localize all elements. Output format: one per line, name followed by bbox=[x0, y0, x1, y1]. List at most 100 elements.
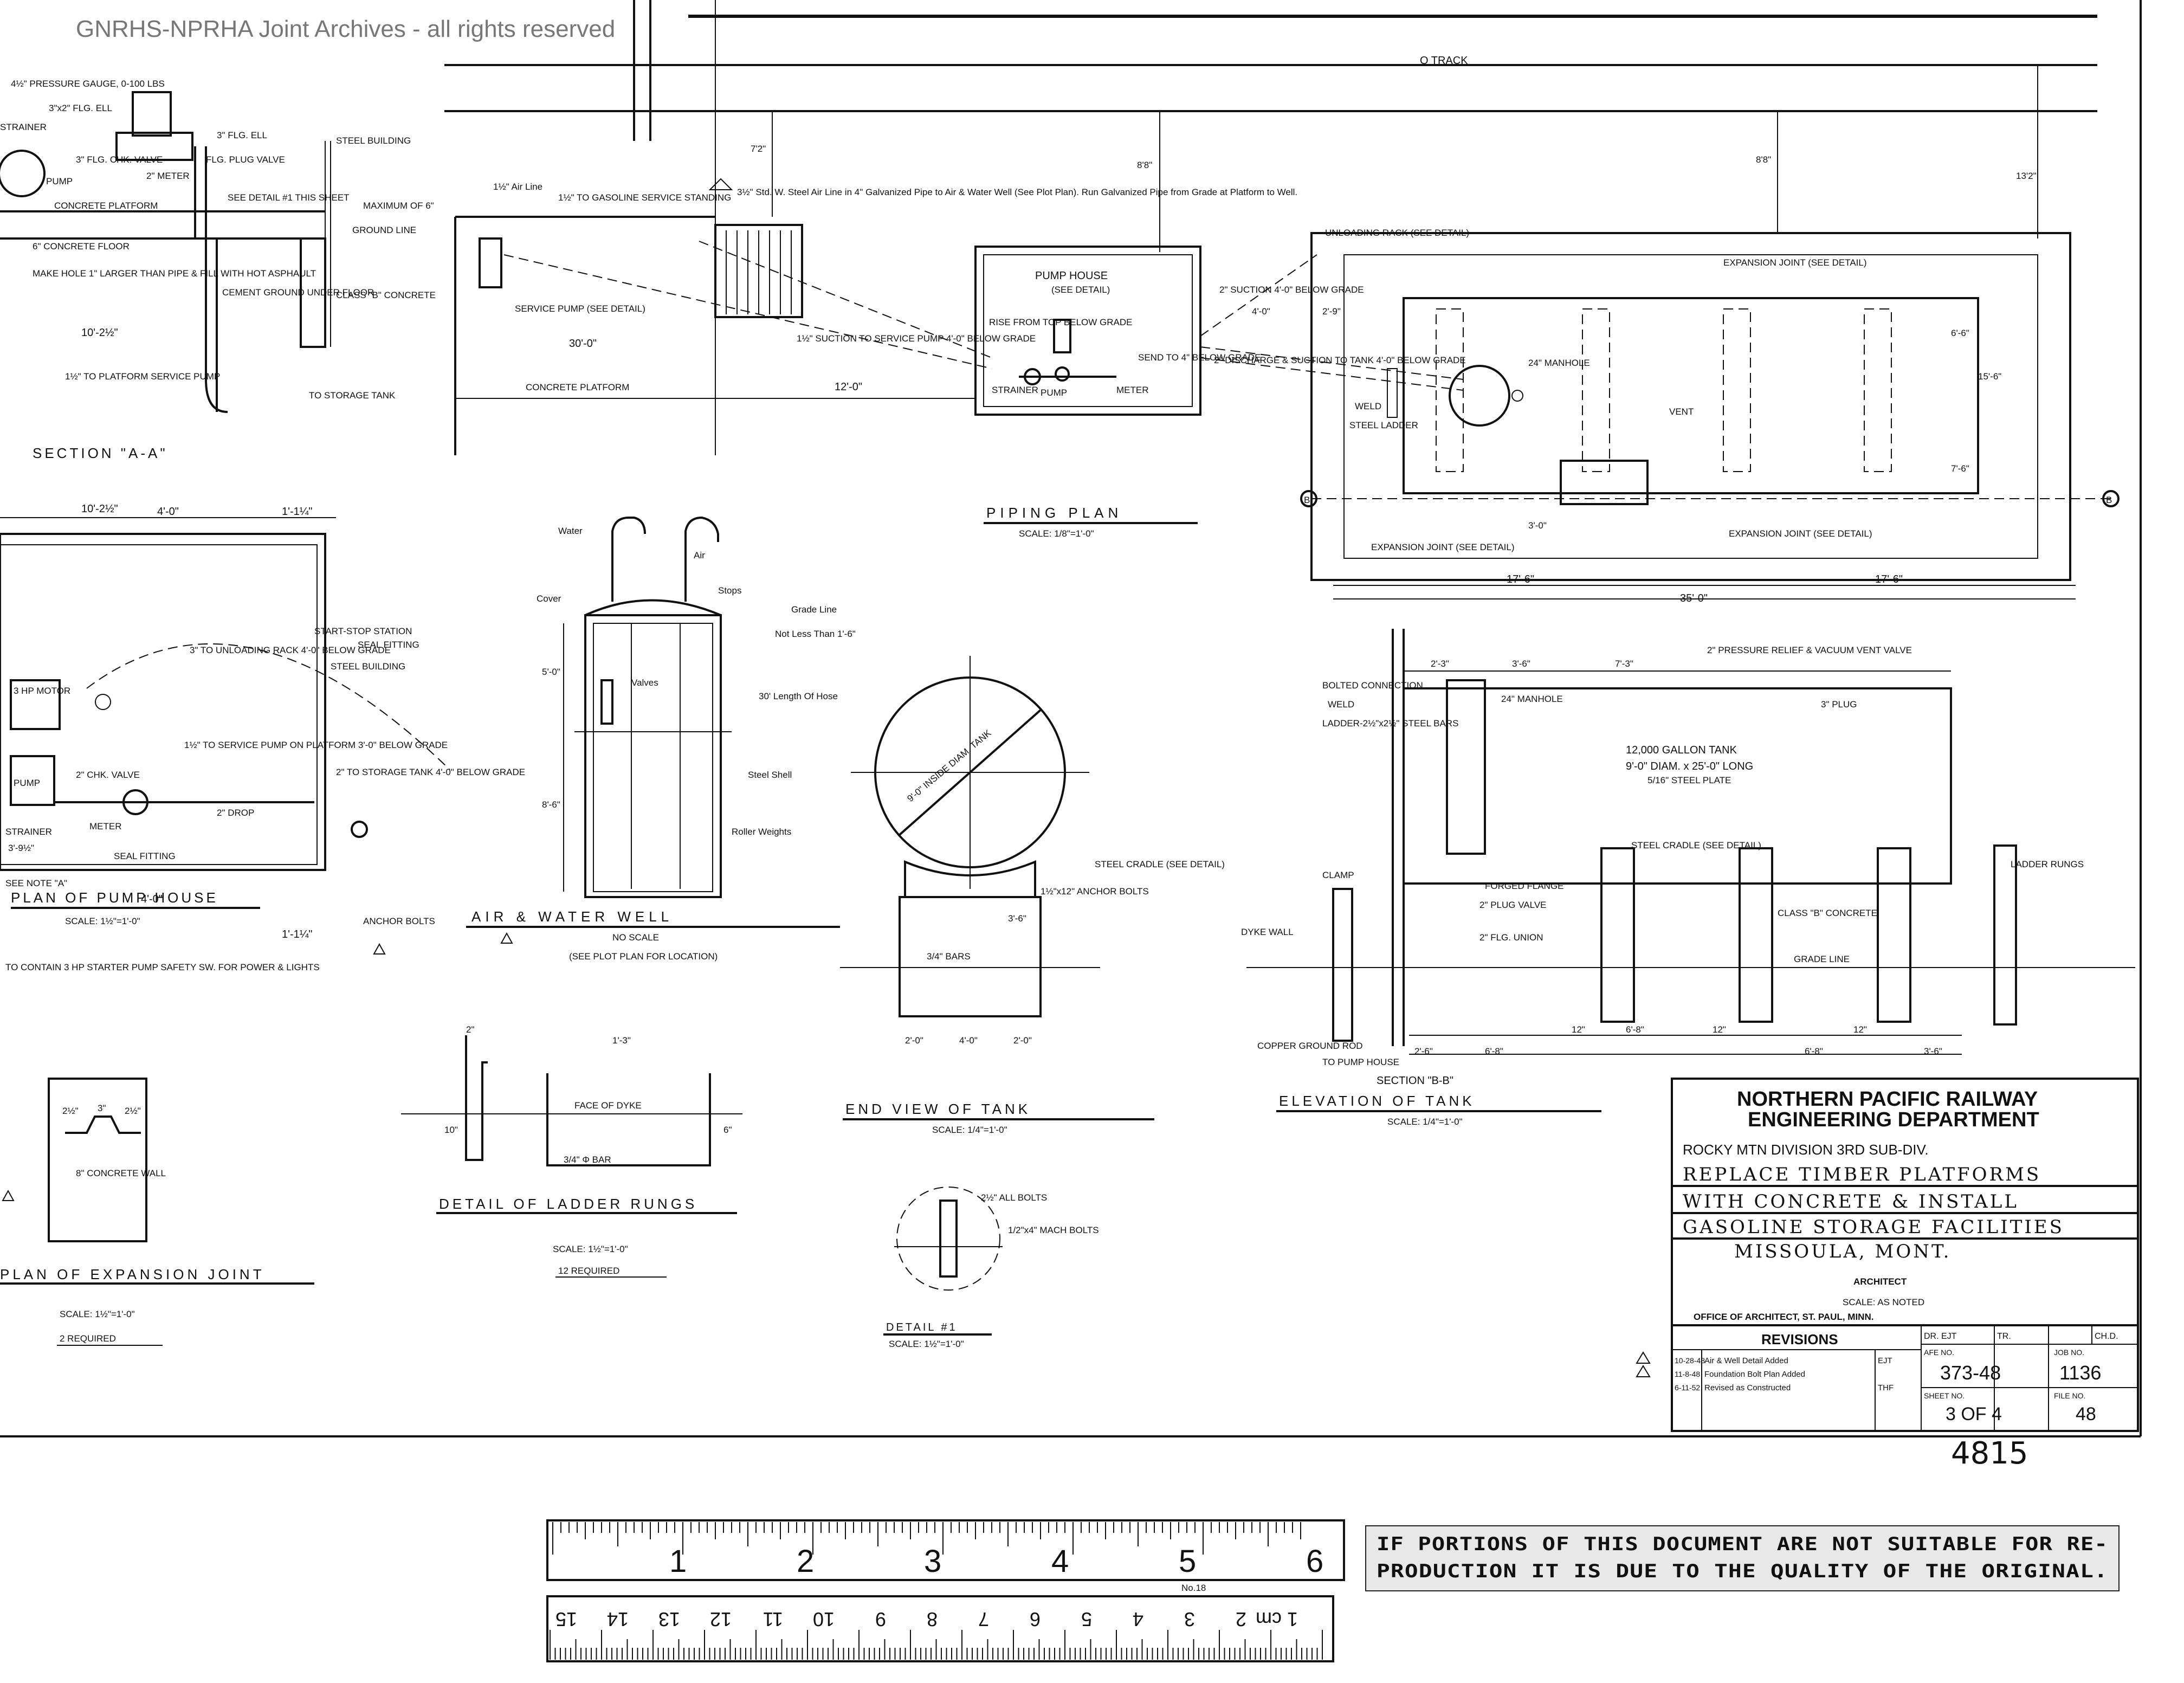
note-see-note-a: SEE NOTE "A" bbox=[5, 878, 67, 888]
dim-ev-3-6: 3'-6" bbox=[1008, 913, 1026, 924]
note-bars: 3/4" BARS bbox=[927, 951, 971, 962]
rev3-by: THF bbox=[1878, 1383, 1894, 1392]
note-rise-from-top: RISE FROM TOP BELOW GRADE bbox=[989, 317, 1133, 327]
ej-dim-b: 3" bbox=[98, 1103, 106, 1113]
dim-7-6: 7'-6" bbox=[1951, 463, 1969, 474]
dim-el-6-8c: 6'-8" bbox=[1805, 1046, 1823, 1056]
ladder-rungs-qty: 12 REQUIRED bbox=[558, 1266, 619, 1276]
ruler-top-3: 3 bbox=[924, 1544, 941, 1579]
ruler-bottom-ticks bbox=[550, 1630, 1323, 1660]
tank-plan: B B UNLOADING RACK (SEE DETAIL) EXPANSIO… bbox=[1252, 228, 2120, 604]
note-suction-2: 2" SUCTION 4'-0" BELOW GRADE bbox=[1219, 285, 1364, 295]
dim-4-0-plan: 4'-0" bbox=[1252, 306, 1270, 317]
lr-bar: 3/4" Φ BAR bbox=[564, 1155, 611, 1165]
lr-dim-1-3: 1'-3" bbox=[612, 1035, 631, 1046]
dim-8-8a: 8'8" bbox=[1137, 160, 1152, 170]
tb-project-line3: GASOLINE STORAGE FACILITIES bbox=[1683, 1216, 2064, 1238]
note-unloading-rack: UNLOADING RACK (SEE DETAIL) bbox=[1325, 228, 1469, 238]
tb-afe: 373-48 bbox=[1940, 1362, 2001, 1384]
note-steel-building-ph: STEEL BUILDING bbox=[331, 661, 405, 672]
tb-office: OFFICE OF ARCHITECT, ST. PAUL, MINN. bbox=[1694, 1312, 1873, 1322]
ruler-top-1: 1 bbox=[669, 1544, 687, 1579]
revision-triangle-6 bbox=[1636, 1365, 1651, 1377]
ph-dim-1-1b: 1'-1¼" bbox=[282, 928, 313, 940]
pump-house-label: PUMP HOUSE bbox=[1035, 270, 1108, 282]
dim-el-2-6: 2'-6" bbox=[1414, 1046, 1433, 1056]
note-pump: PUMP bbox=[46, 176, 73, 186]
dim-ev-2-0b: 2'-0" bbox=[1013, 1035, 1032, 1046]
dim-el-3-6: 3'-6" bbox=[1512, 659, 1530, 669]
note-steel-building: STEEL BUILDING bbox=[336, 136, 411, 146]
tb-file: 48 bbox=[2076, 1404, 2096, 1424]
expansion-joint-scale: SCALE: 1½"=1'-0" bbox=[60, 1309, 135, 1319]
pump-house-detail: 10'-2½" 4'-0" 1'-1¼" 4'-0" 1'-1¼" 3'-9½"… bbox=[0, 503, 525, 972]
ruler-top-ticks bbox=[552, 1522, 1301, 1555]
note-seal-fitting: SEAL FITTING bbox=[358, 640, 419, 650]
pump-house-scale: SCALE: 1½"=1'-0" bbox=[65, 916, 140, 926]
section-bb-label: SECTION "B-B" bbox=[1377, 1075, 1453, 1087]
note-plug-valve-elev: 2" PLUG VALVE bbox=[1479, 900, 1547, 910]
dim-el-2-3: 2'-3" bbox=[1431, 659, 1449, 669]
ruler-bottom-number: 10 bbox=[813, 1608, 835, 1630]
note-clamp: CLAMP bbox=[1322, 870, 1354, 880]
revision-triangle-1 bbox=[708, 178, 733, 190]
tank-plate: 5/16" STEEL PLATE bbox=[1647, 775, 1731, 785]
tb-afe-label: AFE NO. bbox=[1924, 1348, 1954, 1357]
ruler-bottom-number: 9 bbox=[875, 1608, 886, 1630]
tb-company: NORTHERN PACIFIC RAILWAY bbox=[1737, 1088, 2038, 1111]
note-to-pump-house: TO PUMP HOUSE bbox=[1322, 1057, 1399, 1067]
note-class-b-concrete: CLASS "B" CONCRETE bbox=[336, 290, 436, 300]
note-chk-valve: 3" FLG. CHK. VALVE bbox=[76, 154, 163, 165]
d1-all-bolts: 2½" ALL BOLTS bbox=[981, 1192, 1047, 1203]
note-valves: Valves bbox=[631, 678, 658, 688]
note-bolted-connection: BOLTED CONNECTION bbox=[1322, 680, 1423, 691]
lr-face-dyke: FACE OF DYKE bbox=[574, 1100, 642, 1111]
dim-el-12c: 12" bbox=[1853, 1024, 1867, 1035]
note-expansion-joint-2: EXPANSION JOINT (SEE DETAIL) bbox=[1371, 542, 1515, 552]
note-pressure-gauge: 4½" PRESSURE GAUGE, 0-100 LBS bbox=[11, 79, 165, 89]
note-contain-starter: TO CONTAIN 3 HP STARTER PUMP SAFETY SW. … bbox=[5, 962, 320, 972]
title-block: NORTHERN PACIFIC RAILWAY ENGINEERING DEP… bbox=[1636, 1078, 2139, 1432]
dim-el-12a: 12" bbox=[1572, 1024, 1585, 1035]
ruler-bottom-number: 4 bbox=[1133, 1608, 1143, 1630]
note-concrete-floor: 6" CONCRETE FLOOR bbox=[33, 241, 130, 252]
note-weld-elev: WELD bbox=[1328, 699, 1354, 710]
note-expansion-joint-1: EXPANSION JOINT (SEE DETAIL) bbox=[1723, 257, 1867, 268]
note-anchor-bolts-ev: 1½"x12" ANCHOR BOLTS bbox=[1041, 886, 1149, 897]
detail-1: 2½" ALL BOLTS 1/2"x4" MACH BOLTS DETAIL … bbox=[883, 1187, 1099, 1349]
ladder-rungs-title: DETAIL OF LADDER RUNGS bbox=[439, 1196, 697, 1212]
tb-division: ROCKY MTN DIVISION 3RD SUB-DIV. bbox=[1683, 1142, 1929, 1158]
rev2-text: Foundation Bolt Plan Added bbox=[1704, 1370, 1805, 1379]
revision-triangle-2 bbox=[373, 943, 386, 955]
dim-platform-width: 30'-0" bbox=[569, 338, 597, 350]
lr-dim-2: 2" bbox=[466, 1024, 475, 1035]
note-cement-ground: CEMENT GROUND UNDER FLOOR bbox=[222, 287, 374, 298]
ruler-bottom-number: 8 bbox=[927, 1608, 938, 1630]
note-suction-service-pump: 1½" SUCTION TO SERVICE PUMP 4'-0" BELOW … bbox=[797, 333, 1036, 344]
note-stops: Stops bbox=[718, 585, 741, 596]
d1-mach-bolts: 1/2"x4" MACH BOLTS bbox=[1008, 1225, 1099, 1235]
note-service-pump: SERVICE PUMP (SEE DETAIL) bbox=[515, 304, 645, 314]
tank-size: 9'-0" DIAM. x 25'-0" LONG bbox=[1626, 760, 1753, 772]
tb-project-line4: MISSOULA, MONT. bbox=[1734, 1241, 1951, 1262]
pump-house-plan: PUMP HOUSE (SEE DETAIL) RISE FROM TOP BE… bbox=[974, 246, 1466, 416]
detail1-scale: SCALE: 1½"=1'-0" bbox=[889, 1339, 964, 1349]
track-label: Q TRACK bbox=[1420, 55, 1468, 67]
note-grade-line: Grade Line bbox=[791, 604, 837, 615]
rev3-date: 6-11-52 bbox=[1675, 1383, 1700, 1392]
note-send-below: SEND TO 4" BELOW GRADE bbox=[1138, 352, 1261, 363]
tb-tr: TR. bbox=[1997, 1332, 2011, 1341]
piping-plan-caption: PIPING PLAN SCALE: 1/8"=1'-0" bbox=[984, 505, 1198, 539]
piping-plan-title: PIPING PLAN bbox=[986, 505, 1122, 521]
note-to-service-pump: 1½" TO SERVICE PUMP ON PLATFORM 3'-0" BE… bbox=[184, 740, 448, 750]
note-class-b-elev: CLASS "B" CONCRETE bbox=[1778, 908, 1877, 918]
dim-13-2: 13'2" bbox=[2016, 171, 2037, 181]
note-max-6: MAXIMUM OF 6" bbox=[363, 201, 434, 211]
note-ladder-bars: LADDER-2½"x2½" STEEL BARS bbox=[1322, 718, 1458, 728]
ej-dim-c: 2½" bbox=[125, 1106, 141, 1116]
note-inside-diam: 9'-0" INSIDE DIAM. TANK bbox=[905, 727, 993, 804]
dim-well-8-6: 8'-6" bbox=[542, 799, 560, 810]
dim-ev-2-0a: 2'-0" bbox=[905, 1035, 923, 1046]
ruler-top-4: 4 bbox=[1051, 1544, 1069, 1579]
